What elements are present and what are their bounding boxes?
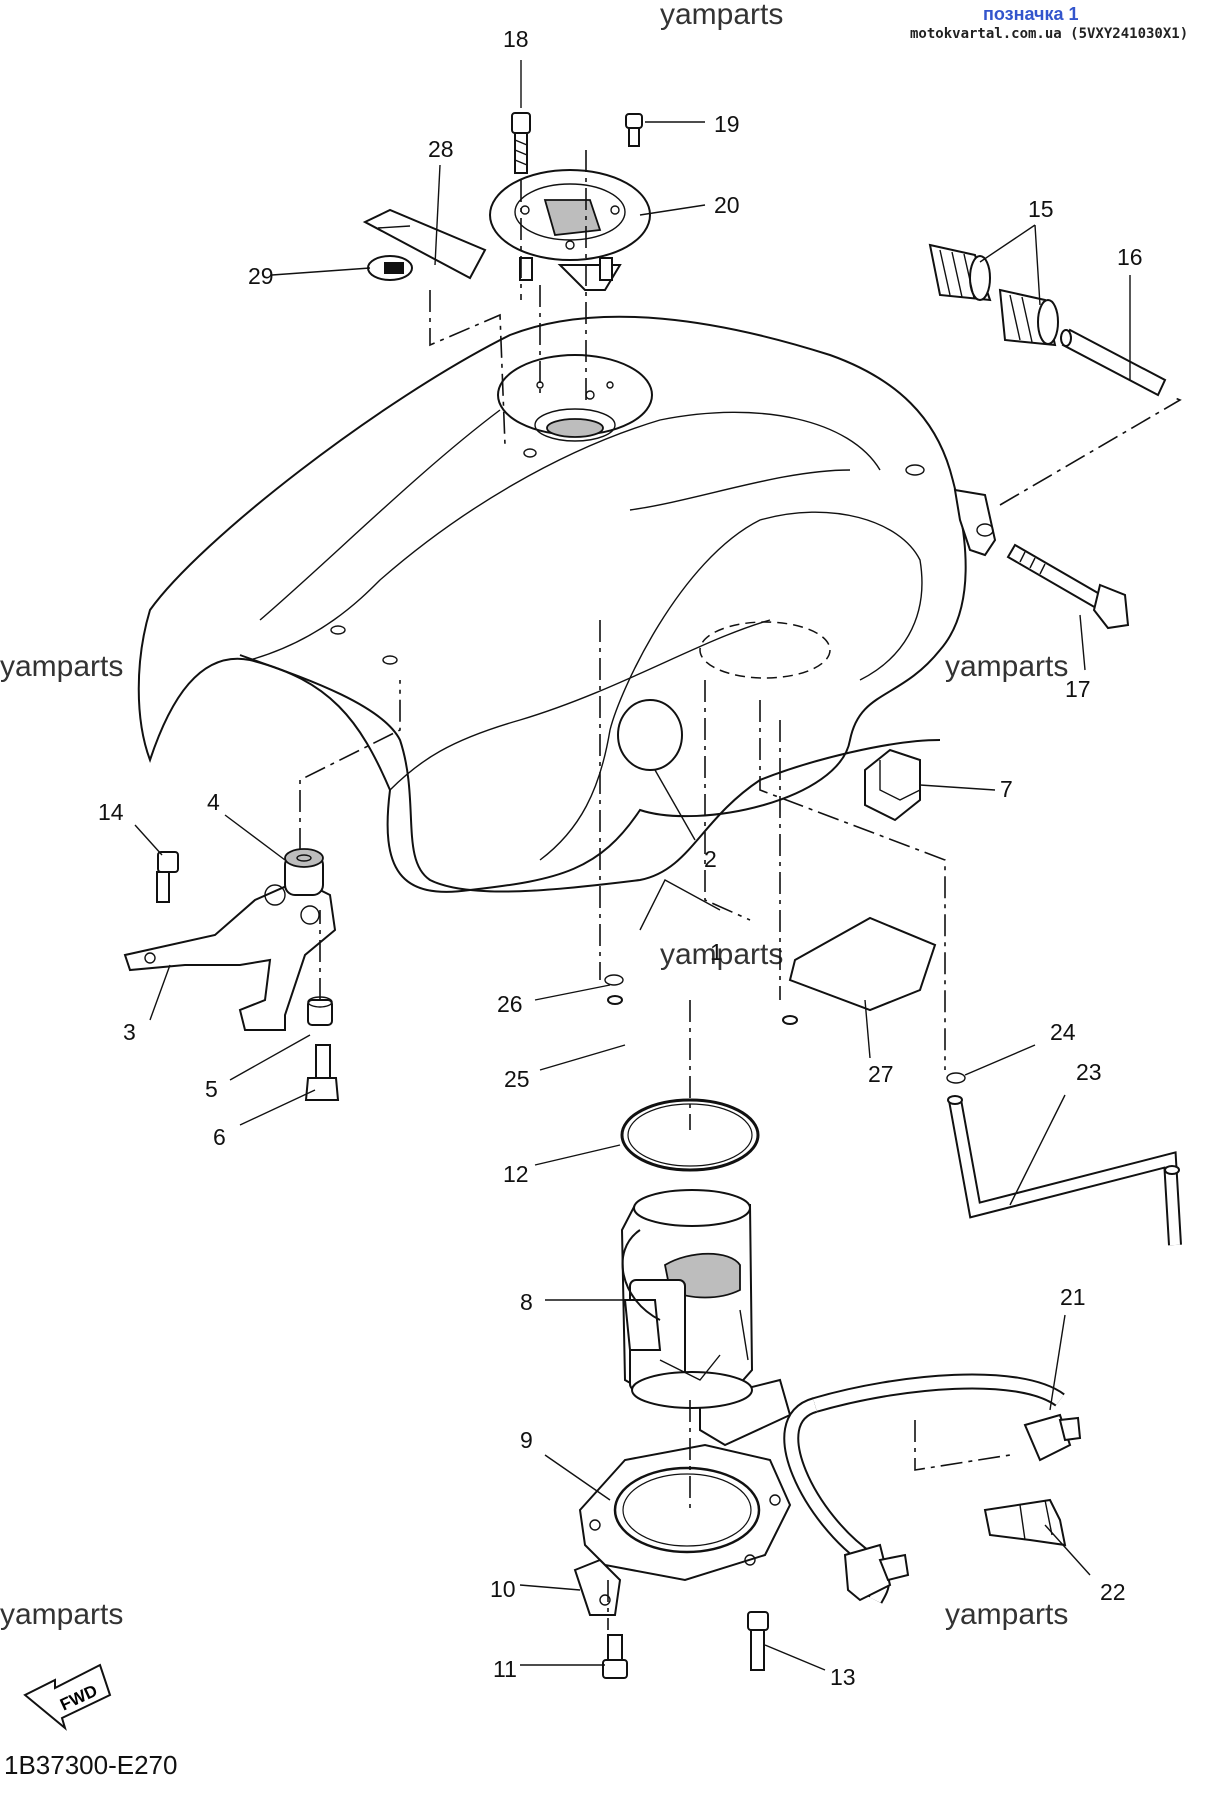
watermark-bottom-right: yamparts	[945, 1598, 1069, 1631]
assembly-lines	[299, 150, 1182, 1630]
header-subtitle: motokvartal.com.ua (5VXY241030X1)	[910, 26, 1189, 42]
clip-24	[946, 1072, 966, 1084]
callout-21: 21	[1060, 1284, 1086, 1310]
header-title: позначка 1	[983, 4, 1079, 24]
fuel-hose-21	[783, 1373, 1082, 1604]
callout-15: 15	[1028, 196, 1054, 222]
callout-14: 14	[98, 799, 124, 825]
callout-17: 17	[1065, 676, 1091, 702]
watermark-center: yamparts	[660, 938, 784, 971]
callout-8: 8	[520, 1289, 533, 1315]
fwd-arrow-icon: FWD	[23, 1663, 112, 1731]
watermark-bottom-left: yamparts	[0, 1598, 124, 1631]
callout-29: 29	[248, 263, 274, 289]
watermark-left: yamparts	[0, 650, 124, 683]
pipe-16	[1060, 328, 1167, 397]
clip-26	[604, 974, 624, 986]
callout-16: 16	[1117, 244, 1143, 270]
callout-19: 19	[714, 111, 740, 137]
screw-19	[625, 113, 643, 147]
callout-25: 25	[504, 1066, 530, 1092]
callout-13: 13	[830, 1664, 856, 1690]
fuel-pump-8	[620, 1189, 792, 1447]
damper-4	[284, 848, 324, 896]
leader-lines	[134, 60, 1131, 1671]
callout-1: 1	[710, 939, 723, 965]
bolt-13	[747, 1611, 769, 1671]
damper-15	[928, 243, 1059, 347]
fuel-cap	[489, 169, 651, 291]
callout-26: 26	[497, 991, 523, 1017]
clip-22	[983, 1498, 1067, 1547]
cap-label-29	[367, 255, 413, 281]
bolt-17	[1006, 543, 1130, 630]
callout-numbers: 18 19 20 28 29 15 16 17 7 2 1 4 14 3 5 6…	[98, 26, 1143, 1690]
callout-4: 4	[207, 789, 220, 815]
callout-28: 28	[428, 136, 454, 162]
collar-5	[307, 996, 333, 1026]
callout-23: 23	[1076, 1059, 1102, 1085]
diagram-code: 1B37300-E270	[4, 1750, 178, 1780]
callout-3: 3	[123, 1019, 136, 1045]
callout-12: 12	[503, 1161, 529, 1187]
callout-20: 20	[714, 192, 740, 218]
callout-7: 7	[1000, 776, 1013, 802]
gasket-12	[620, 1098, 760, 1172]
callout-11: 11	[493, 1656, 517, 1682]
bolt-6	[304, 1044, 340, 1101]
callout-5: 5	[205, 1076, 218, 1102]
callout-22: 22	[1100, 1579, 1126, 1605]
clamp-10	[573, 1558, 622, 1616]
callout-18: 18	[503, 26, 529, 52]
callout-24: 24	[1050, 1019, 1076, 1045]
bolt-14	[156, 851, 179, 903]
callout-10: 10	[490, 1576, 516, 1602]
callout-27: 27	[868, 1061, 894, 1087]
hose-23	[947, 1095, 1182, 1246]
watermark-right: yamparts	[945, 650, 1069, 683]
callout-9: 9	[520, 1427, 533, 1453]
damper-7	[864, 748, 921, 822]
watermark-top: yamparts	[660, 0, 784, 31]
callout-6: 6	[213, 1124, 226, 1150]
fuel-tank	[137, 315, 997, 893]
sheet-27	[788, 916, 937, 1012]
hose-25	[607, 995, 798, 1085]
ring-9	[578, 1443, 792, 1582]
bolt-11	[602, 1634, 628, 1679]
callout-2: 2	[704, 846, 717, 872]
bolt-18	[511, 112, 531, 174]
